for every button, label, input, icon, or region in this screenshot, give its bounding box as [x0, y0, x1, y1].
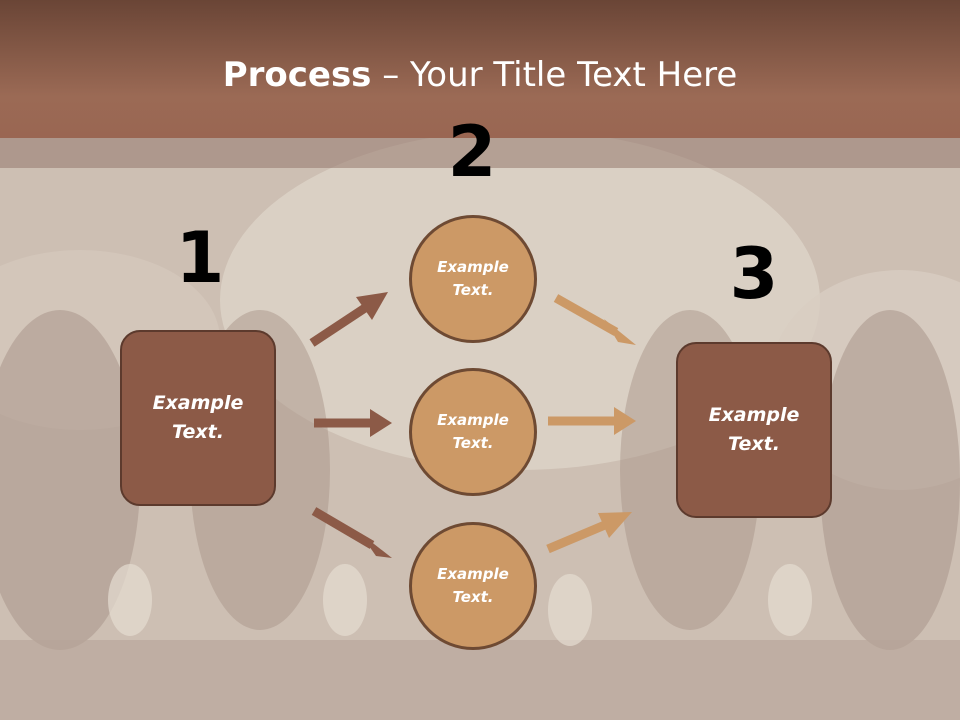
- title-bold: Process: [222, 55, 372, 95]
- circle-text-top: Example Text.: [437, 258, 509, 299]
- arrow-1-to-top: [309, 292, 388, 347]
- step-2-circle-middle: Example Text.: [409, 368, 537, 496]
- circle-text-bottom: Example Text.: [437, 565, 509, 606]
- arrow-top-to-3: [553, 294, 636, 345]
- arrow-1-to-bottom: [311, 507, 392, 558]
- arrow-middle-to-3: [548, 407, 636, 435]
- step-2-circle-top: Example Text.: [409, 215, 537, 343]
- step-number-1: 1: [175, 217, 225, 299]
- circle-text-middle: Example Text.: [437, 411, 509, 452]
- step-3-text: Example Text.: [708, 404, 800, 455]
- header-bar: [0, 0, 960, 138]
- step-3-box: Example Text.: [676, 342, 832, 518]
- step-number-2: 2: [447, 111, 497, 193]
- arrow-1-to-middle: [314, 409, 392, 437]
- step-number-3: 3: [729, 233, 779, 315]
- step-1-box: Example Text.: [120, 330, 276, 506]
- step-2-circle-bottom: Example Text.: [409, 522, 537, 650]
- header-band: [0, 138, 960, 168]
- title-rest: – Your Title Text Here: [371, 55, 738, 95]
- arrow-bottom-to-3: [546, 512, 632, 554]
- step-1-text: Example Text.: [152, 392, 244, 443]
- slide-title: Process – Your Title Text Here: [0, 54, 960, 96]
